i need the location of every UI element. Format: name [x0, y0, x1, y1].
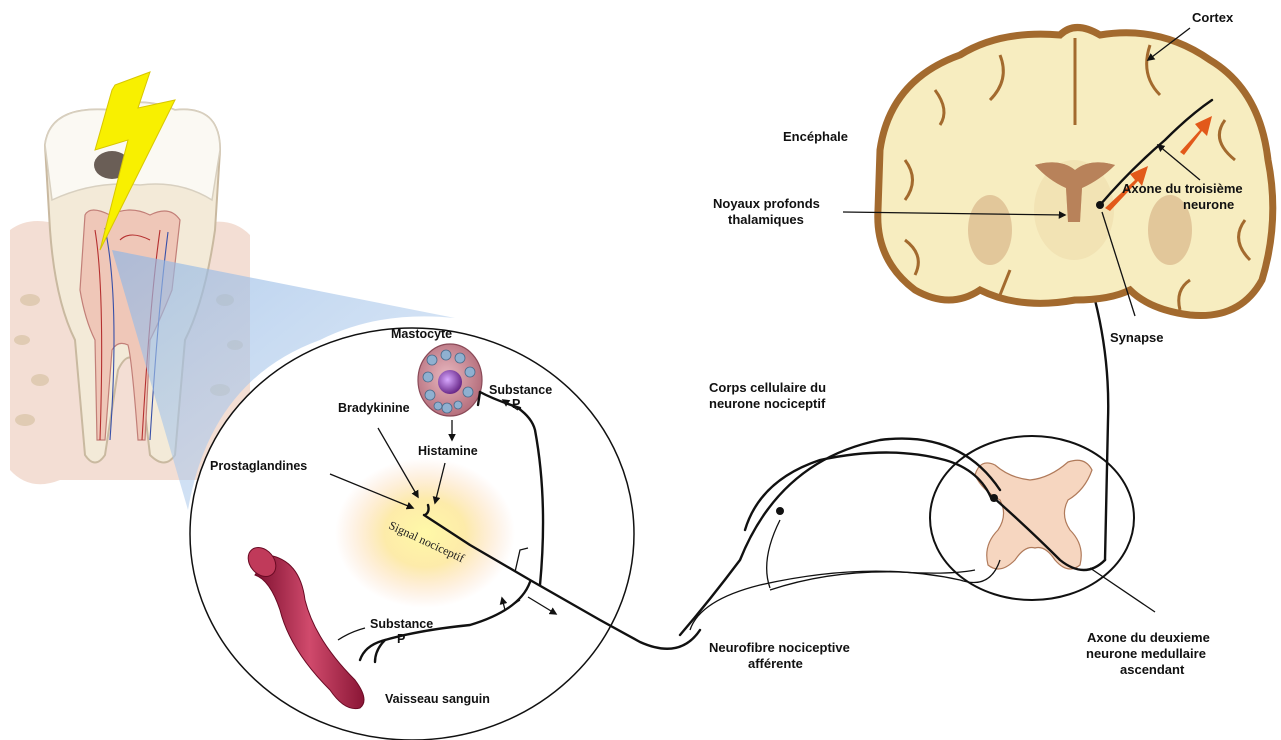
label-corps-2: neurone nociceptif — [709, 396, 826, 411]
label-axone2-3: ascendant — [1120, 662, 1185, 677]
brain-section — [878, 28, 1273, 316]
label-vaisseau-sanguin: Vaisseau sanguin — [385, 692, 490, 706]
label-mastocyte: Mastocyte — [391, 327, 452, 341]
label-axone3-2: neurone — [1183, 197, 1234, 212]
label-corps-1: Corps cellulaire du — [709, 380, 826, 395]
cell-body-dot — [776, 507, 784, 515]
label-bradykinine: Bradykinine — [338, 401, 410, 415]
label-neurofibre-1: Neurofibre nociceptive — [709, 640, 850, 655]
label-neurofibre-2: afférente — [748, 656, 803, 671]
zoom-circle — [190, 328, 700, 740]
label-prostaglandines: Prostaglandines — [210, 459, 307, 473]
label-substance-p-bottom-2: P — [397, 632, 405, 646]
label-axone2-1: Axone du deuxieme — [1087, 630, 1210, 645]
label-substance-p-top-1: Substance — [489, 383, 552, 397]
label-axone2-2: neurone medullaire — [1086, 646, 1206, 661]
label-axone3-1: Axone du troisième — [1122, 181, 1243, 196]
mastocyte-cell — [418, 344, 482, 416]
label-noyaux-2: thalamiques — [728, 212, 804, 227]
label-substance-p-bottom-1: Substance — [370, 617, 433, 631]
label-synapse: Synapse — [1110, 330, 1163, 345]
label-cortex: Cortex — [1192, 10, 1234, 25]
label-substance-p-top-2: P — [512, 397, 520, 411]
label-noyaux-1: Noyaux profonds — [713, 196, 820, 211]
label-histamine: Histamine — [418, 444, 478, 458]
label-encephale: Encéphale — [783, 129, 848, 144]
